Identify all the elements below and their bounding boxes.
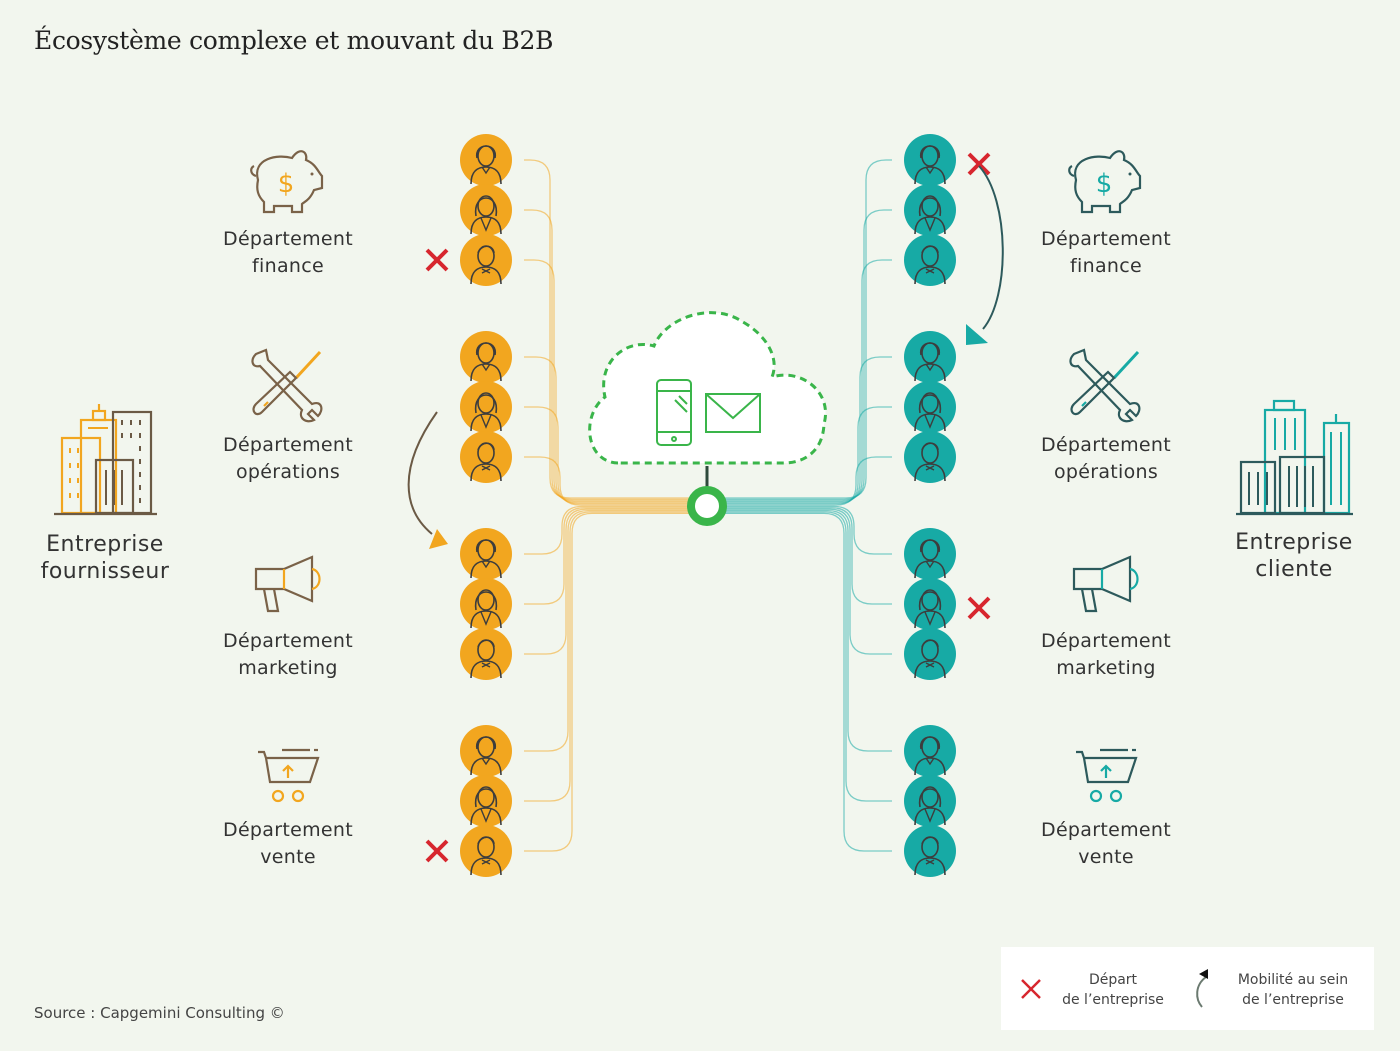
employee-avatar: [904, 331, 956, 383]
client-building-icon: [1236, 399, 1353, 516]
departure-mark-icon: [967, 152, 991, 176]
client-company-label: Entreprise cliente: [1235, 530, 1353, 582]
employee-avatar: [904, 184, 956, 236]
employee-avatar: [460, 528, 512, 580]
cloud-icon: [588, 311, 827, 465]
supplier-dept-operations-label: Département opérations: [223, 434, 353, 483]
wrench-screwdriver-icon: [1069, 348, 1141, 423]
employee-avatar: [460, 381, 512, 433]
client-dept-finance-label: Département finance: [1041, 228, 1171, 277]
supplier-dept-marketing-label: Département marketing: [223, 630, 353, 679]
hub-node-icon: [687, 486, 727, 526]
connection-line: [524, 509, 689, 752]
client-dept-operations-label: Département opérations: [1041, 434, 1171, 483]
employee-avatar: [460, 775, 512, 827]
client-connection-lines: [725, 159, 892, 852]
shopping-cart-icon: [258, 748, 320, 803]
megaphone-icon: [254, 555, 321, 613]
connection-line: [725, 406, 892, 505]
supplier-connection-lines: [524, 159, 689, 852]
page-title: Écosystème complexe et mouvant du B2B: [34, 26, 554, 55]
supplier-dept-vente-label: Département vente: [223, 819, 353, 868]
piggy-bank-icon: $: [1068, 150, 1142, 214]
megaphone-icon: [1072, 555, 1139, 613]
connection-line: [524, 356, 689, 503]
employee-avatar: [460, 578, 512, 630]
supplier-company-label: Entreprise fournisseur: [40, 532, 170, 584]
client-dept-vente-label: Département vente: [1041, 819, 1171, 868]
connection-line: [725, 505, 892, 555]
employee-avatar: [460, 184, 512, 236]
envelope-icon: [705, 393, 761, 433]
departure-mark-icon: [425, 248, 449, 272]
connection-line: [524, 259, 689, 502]
employee-avatar: [460, 825, 512, 877]
connection-line: [524, 511, 689, 802]
client-dept-marketing-label: Département marketing: [1041, 630, 1171, 679]
departure-mark-icon: [425, 839, 449, 863]
employee-avatar: [460, 431, 512, 483]
source-note: Source : Capgemini Consulting ©: [34, 1004, 285, 1022]
shopping-cart-icon: [1076, 748, 1138, 803]
employee-avatar: [904, 775, 956, 827]
supplier-employees: [460, 134, 512, 877]
employee-avatar: [460, 234, 512, 286]
employee-avatar: [904, 578, 956, 630]
wrench-screwdriver-icon: [251, 348, 323, 423]
connection-line: [725, 456, 892, 506]
connection-line: [725, 511, 892, 802]
legend-symbols: [1021, 969, 1208, 1008]
employee-avatar: [460, 628, 512, 680]
departure-mark-icon: [967, 596, 991, 620]
connection-line: [725, 509, 892, 752]
employee-avatar: [904, 431, 956, 483]
supplier-building-icon: [54, 404, 157, 516]
connection-line: [524, 406, 689, 505]
legend-mobility-label: Mobilité au sein de l’entreprise: [1237, 972, 1349, 1008]
employee-avatar: [904, 725, 956, 777]
employee-avatar: [904, 381, 956, 433]
legend-departure-icon: [1021, 979, 1041, 999]
hub: [588, 311, 827, 526]
client-mobility-arrow-icon: [966, 165, 1004, 345]
svg-text:$: $: [1096, 169, 1113, 199]
legend-departure-label: Départ de l’entreprise: [1062, 972, 1164, 1008]
mobility-arrows: [407, 165, 1004, 549]
supplier-mobility-arrow-icon: [407, 411, 448, 549]
connection-line: [725, 259, 892, 502]
connection-line: [524, 507, 689, 605]
department-icons: $$: [250, 150, 1142, 803]
employee-avatar: [460, 331, 512, 383]
employee-avatar: [904, 134, 956, 186]
mobile-phone-icon: [656, 379, 692, 446]
piggy-bank-icon: $: [250, 150, 324, 214]
client-employees: [904, 134, 956, 877]
employee-avatar: [460, 725, 512, 777]
employee-avatar: [904, 628, 956, 680]
legend-mobility-icon: [1196, 969, 1208, 1008]
connection-line: [725, 508, 892, 655]
employee-avatar: [904, 528, 956, 580]
employee-avatar: [460, 134, 512, 186]
departure-marks: [425, 152, 991, 863]
employee-avatar: [904, 234, 956, 286]
employee-avatar: [904, 825, 956, 877]
connection-line: [725, 507, 892, 605]
connection-line: [725, 512, 892, 852]
connection-line: [524, 505, 689, 555]
connection-line: [524, 512, 689, 852]
supplier-dept-finance-label: Département finance: [223, 228, 353, 277]
connection-line: [524, 456, 689, 506]
connection-line: [725, 356, 892, 503]
svg-text:$: $: [278, 169, 295, 199]
legend: Départ de l’entreprise Mobilité au sein …: [1001, 947, 1374, 1030]
connection-line: [524, 508, 689, 655]
